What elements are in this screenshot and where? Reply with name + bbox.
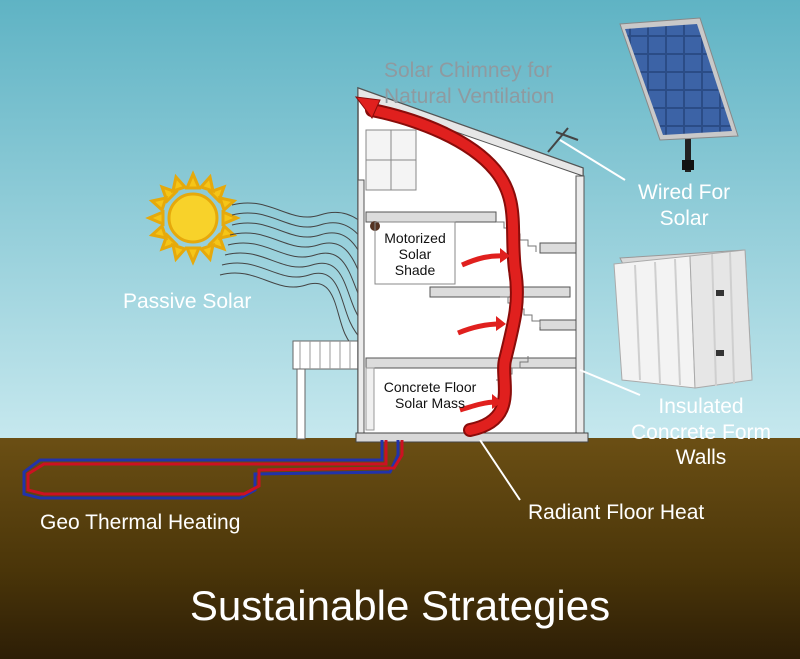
concrete-form-block-icon bbox=[613, 249, 753, 389]
wired-for-solar-label: Wired For Solar bbox=[638, 181, 731, 230]
geo-thermal-label: Geo Thermal Heating bbox=[40, 511, 241, 534]
passive-solar-label: Passive Solar bbox=[123, 290, 252, 313]
concrete-floor-label: Concrete Floor Solar Mass bbox=[383, 379, 477, 412]
motorized-shade-label: Motorized Solar Shade bbox=[384, 230, 446, 279]
ground bbox=[0, 438, 800, 659]
sun-icon bbox=[145, 170, 241, 266]
solar-mount-stub bbox=[547, 127, 579, 153]
geothermal-pipe-icon bbox=[22, 440, 404, 500]
deck bbox=[292, 340, 364, 440]
callout-leader-lines bbox=[479, 139, 641, 501]
solar-chimney-label: Solar Chimney for Natural Ventilation bbox=[384, 59, 555, 108]
solar-panel-icon bbox=[619, 17, 739, 172]
insulated-concrete-label: Insulated Concrete Form Walls bbox=[630, 395, 772, 470]
chimney-airflow-arrow-icon bbox=[354, 96, 524, 437]
diagram-title: Sustainable Strategies bbox=[189, 582, 611, 629]
radiant-floor-label: Radiant Floor Heat bbox=[528, 501, 705, 524]
